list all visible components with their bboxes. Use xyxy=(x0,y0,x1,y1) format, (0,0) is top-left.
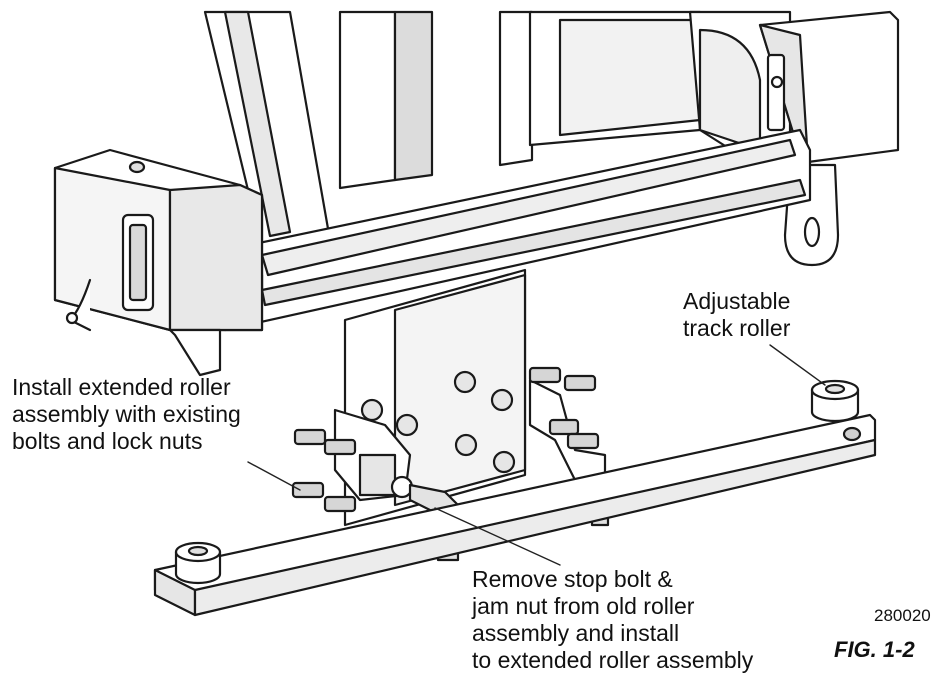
callout-line: Install extended roller xyxy=(12,374,231,400)
track-bar xyxy=(153,413,877,617)
callout-line: assembly and install xyxy=(472,620,680,646)
roller-bracket-right xyxy=(528,366,607,482)
leader-lines xyxy=(247,344,826,566)
upper-frame xyxy=(203,10,792,250)
callout-install-extended-roller: Install extended roller assembly with ex… xyxy=(12,374,241,455)
left-track-roller xyxy=(174,541,222,585)
adjustable-track-roller xyxy=(810,379,860,423)
left-box xyxy=(53,148,264,377)
callout-line: assembly with existing xyxy=(12,401,241,427)
callout-line: Remove stop bolt & xyxy=(472,566,673,592)
figure-label: FIG. 1-2 xyxy=(834,637,915,662)
drawing-number: 280020 xyxy=(874,606,931,625)
callout-line: bolts and lock nuts xyxy=(12,428,203,454)
callout-remove-stop-bolt: Remove stop bolt & jam nut from old roll… xyxy=(472,566,753,674)
callout-adjustable-track-roller: Adjustable track roller xyxy=(683,288,790,342)
main-crossbar xyxy=(223,128,812,332)
callout-line: Adjustable xyxy=(683,288,791,314)
callout-line: track roller xyxy=(683,315,791,341)
callout-line: to extended roller assembly xyxy=(472,647,754,673)
callout-line: jam nut from old roller xyxy=(472,593,695,619)
right-box xyxy=(758,10,900,267)
